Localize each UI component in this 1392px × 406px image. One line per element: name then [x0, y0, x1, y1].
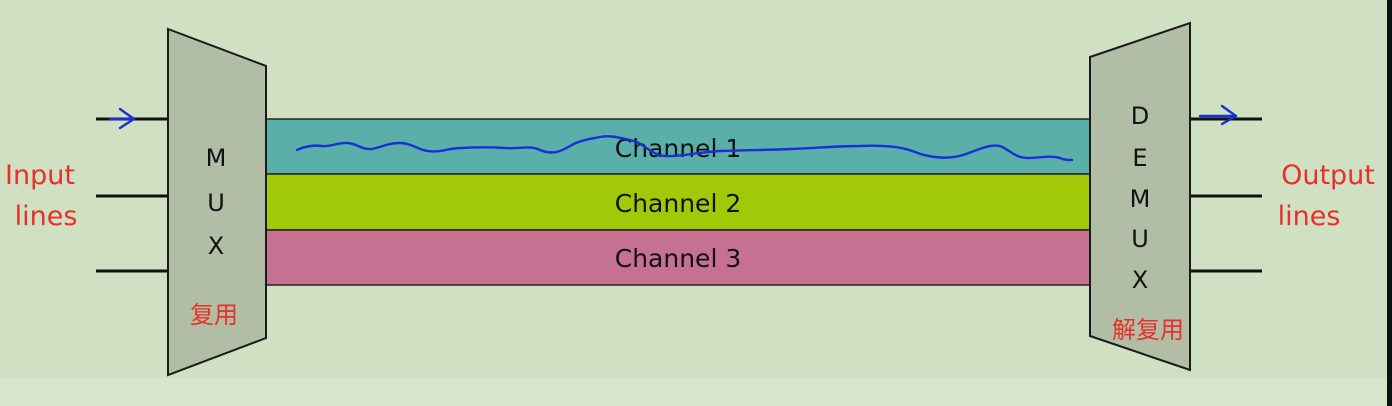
channel-2-label: Channel 2	[615, 189, 742, 218]
mux-letter-x: X	[208, 232, 224, 260]
output-label-line1: Output	[1281, 160, 1375, 191]
output-arrow-icon	[1198, 104, 1238, 126]
demux-device	[1089, 21, 1191, 372]
mux-chinese-note: 复用	[190, 301, 238, 329]
channel-2-band	[265, 173, 1091, 231]
mux-device	[167, 27, 267, 377]
right-edge-border	[1387, 0, 1392, 406]
output-label-line2: lines	[1278, 201, 1341, 232]
input-arrow-icon	[108, 107, 136, 130]
demux-letter-m: M	[1130, 185, 1151, 213]
demux-letter-d: D	[1131, 102, 1149, 130]
demux-letter-x: X	[1132, 266, 1148, 294]
channel-3-label: Channel 3	[615, 244, 742, 273]
mux-letter-m: M	[206, 144, 227, 172]
demux-letter-e: E	[1132, 144, 1147, 172]
demux-letter-u: U	[1131, 225, 1149, 253]
bottom-band	[0, 378, 1392, 406]
channel-1-label: Channel 1	[615, 134, 742, 163]
mux-letter-u: U	[207, 189, 225, 217]
demux-chinese-note: 解复用	[1112, 316, 1184, 344]
input-label-line1: Input	[5, 160, 75, 191]
channel-3-band	[265, 229, 1091, 286]
handdrawn-signal-wave	[295, 135, 1074, 162]
input-label-line2: lines	[15, 201, 78, 232]
